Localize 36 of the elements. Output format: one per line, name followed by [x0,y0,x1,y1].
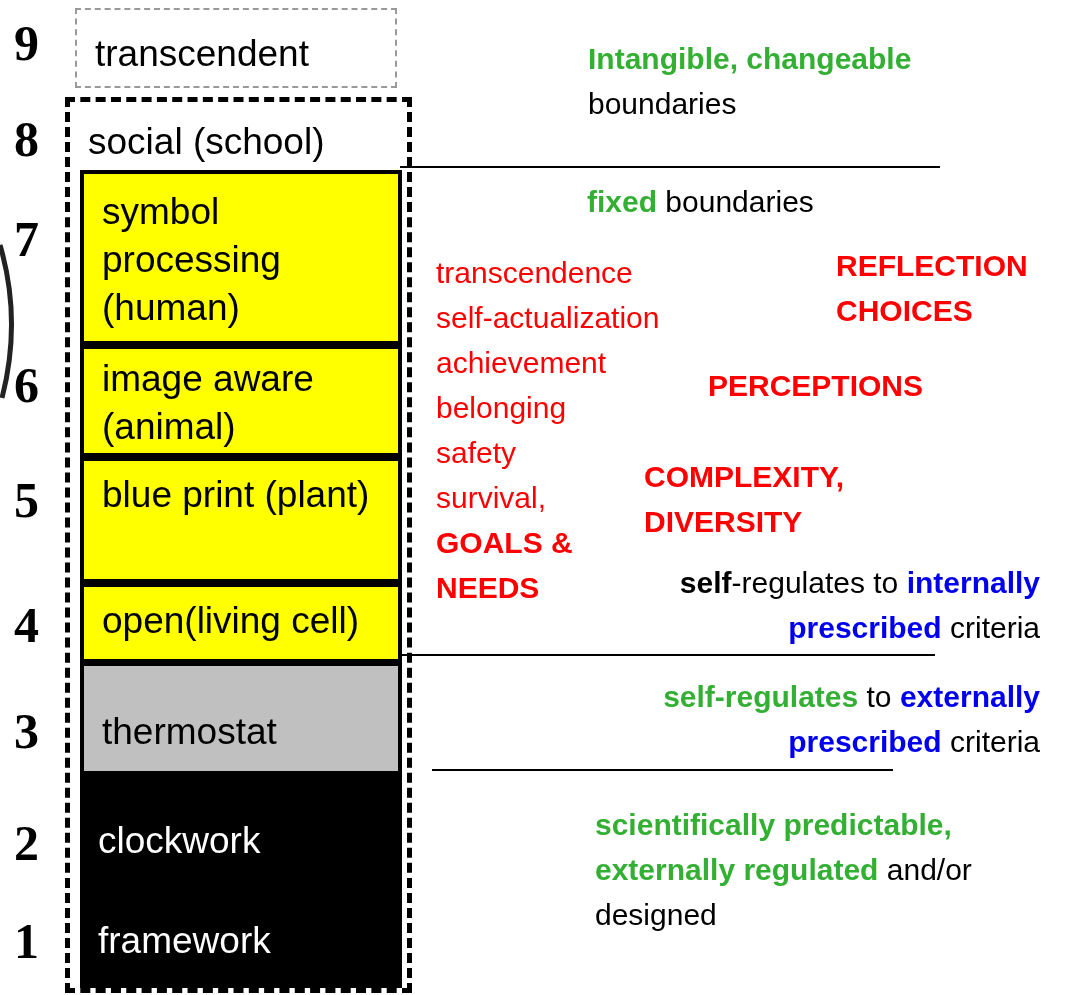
note-text: PERCEPTIONS [708,368,925,404]
level-label: image aware (animal) [102,357,315,449]
level-box [80,662,402,775]
level-number: 5 [14,475,40,525]
level-label: social (school) [88,120,326,164]
dashed-boundary-box [65,97,412,993]
note-text: scientifically predictable, externally regulated and/or designed [595,807,973,933]
level-box [75,8,397,88]
level-box [80,170,402,345]
need-text: safety [436,435,518,471]
need-text: survival, GOALS & NEEDS [436,480,574,606]
level-number: 1 [14,916,40,966]
level-label: blue print (plant) [102,473,371,517]
level-label: transcendent [95,32,310,76]
level-number: 2 [14,818,40,868]
level-number: 7 [14,214,40,264]
need-text: transcendence [436,255,634,291]
level-label: framework [98,919,272,963]
note-text: REFLECTION CHOICES [836,248,1029,329]
level-number: 3 [14,706,40,756]
level-number: 6 [14,360,40,410]
level-number: 9 [14,18,40,68]
level-label: symbol processing (human) [102,190,282,330]
need-text: self-actualization [436,300,661,336]
level-number: 4 [14,600,40,650]
note-text: fixed boundaries [587,184,815,220]
level-label: clockwork [98,819,262,863]
note-text: Intangible, changeable boundaries [588,41,913,122]
level-box [80,583,402,663]
level-number: 8 [14,114,40,164]
need-text: achievement [436,345,608,381]
level-label: thermostat [102,710,278,754]
level-label: open(living cell) [102,599,361,643]
note-text: self-regulates to externally prescribed criteria [662,679,1040,760]
note-text: COMPLEXITY, DIVERSITY [644,459,846,540]
note-text: self-regulates to internally prescribed criteria [678,565,1040,646]
